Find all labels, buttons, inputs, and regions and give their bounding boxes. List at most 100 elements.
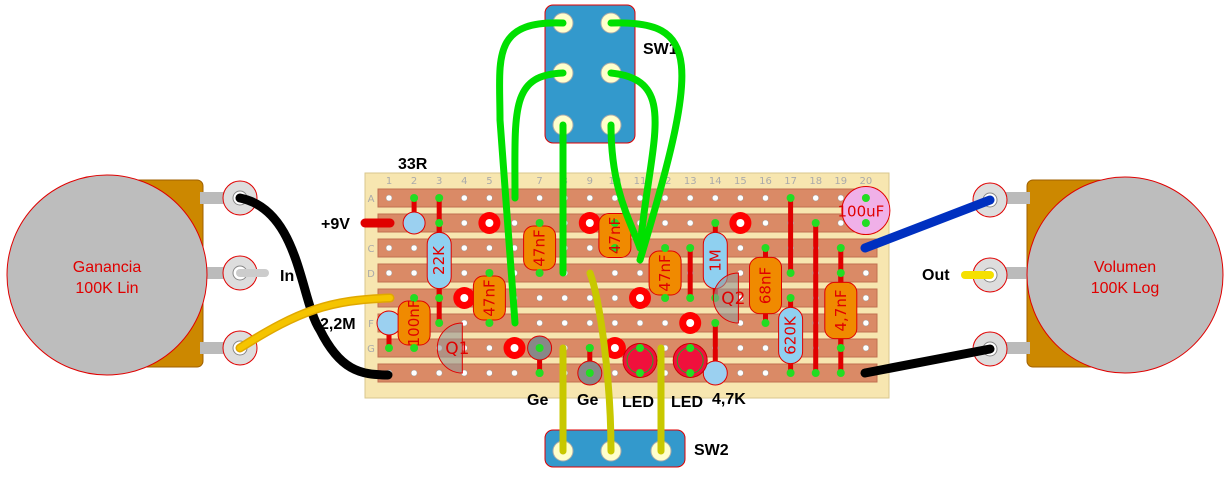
hole (461, 194, 468, 202)
hole (862, 344, 870, 352)
strip (377, 188, 878, 208)
hole (737, 344, 744, 352)
pad (435, 294, 444, 302)
pad (861, 194, 870, 202)
column-number: 4 (461, 176, 467, 187)
hole (511, 369, 518, 377)
hole (586, 294, 594, 302)
hole (611, 294, 619, 302)
hole (486, 369, 493, 377)
led-1 (622, 343, 658, 378)
hole (837, 219, 845, 227)
pad (435, 319, 444, 327)
led-2 (672, 343, 708, 378)
column-number: 9 (587, 176, 593, 187)
pad (686, 244, 695, 252)
pot-volumen: Volumen 100K Log (972, 176, 1224, 374)
hole (686, 219, 694, 227)
track-cut-hole (485, 219, 494, 227)
hole (636, 194, 644, 202)
c47n-capacitor-b-label: 47nF (531, 229, 549, 266)
column-number: 17 (784, 176, 797, 187)
hole (486, 244, 493, 252)
pad (435, 194, 444, 202)
c100n-capacitor-label: 100nF (405, 300, 423, 347)
hole (511, 219, 518, 227)
pad (836, 344, 845, 352)
hole (385, 194, 393, 202)
track-cut-hole (610, 344, 619, 352)
pad (711, 219, 720, 227)
pad (410, 344, 419, 352)
column-number: 13 (684, 176, 697, 187)
pad (435, 219, 444, 227)
hole (435, 369, 443, 377)
track-cut-hole (585, 219, 594, 227)
pot-ganancia: Ganancia 100K Lin (6, 174, 258, 376)
pad (786, 269, 795, 277)
column-number: 1 (386, 176, 392, 187)
column-number: 11 (634, 176, 647, 187)
pad (585, 344, 594, 352)
r33-label: 33R (398, 156, 428, 173)
wire-blue-out (860, 195, 995, 253)
track-cut-hole (636, 294, 644, 302)
pad (836, 369, 845, 377)
column-number: 15 (734, 176, 747, 187)
transistor-q2-label: Q2 (721, 289, 745, 309)
pad (686, 344, 695, 352)
sw2-label: SW2 (694, 442, 729, 459)
pad (535, 269, 544, 277)
c4n7-capacitor-label: 4,7nF (832, 290, 850, 332)
pad (485, 319, 494, 327)
hole (461, 269, 468, 277)
hole (561, 319, 568, 327)
column-number: 2 (411, 176, 417, 187)
hole (586, 244, 594, 252)
column-number: 16 (759, 176, 772, 187)
hole (461, 244, 468, 252)
c68n-capacitor-label: 68nF (757, 267, 775, 304)
r33-body (402, 211, 426, 235)
c47n-capacitor-c-label: 47nF (606, 217, 624, 254)
hole (586, 319, 594, 327)
hole (611, 369, 619, 377)
row-letter: F (368, 319, 374, 330)
pot-right-value: 100K Log (1091, 280, 1160, 297)
track-cut-hole (460, 294, 469, 302)
pad (786, 369, 795, 377)
hole (586, 194, 594, 202)
column-number: 18 (809, 176, 822, 187)
pad (661, 244, 670, 252)
pad (811, 369, 820, 377)
hole (385, 269, 393, 277)
pad (786, 294, 795, 302)
hole (686, 194, 694, 202)
hole (661, 194, 669, 202)
pad (686, 369, 695, 377)
pad (385, 344, 393, 352)
sw1-label: SW1 (643, 41, 678, 58)
row-letter: C (368, 244, 375, 255)
pot-right-name: Volumen (1094, 259, 1156, 276)
r22m-body (376, 310, 402, 336)
pad (661, 294, 670, 302)
out-label: Out (922, 267, 950, 284)
hole (862, 294, 870, 302)
pot-left-value: 100K Lin (75, 280, 138, 297)
c47n-capacitor-d-label: 47nF (656, 254, 674, 291)
row-letter: D (367, 269, 375, 280)
row-letter: G (367, 344, 375, 355)
pad (535, 344, 544, 352)
switch-sw2[interactable] (544, 429, 686, 468)
led2-label: LED (671, 394, 703, 411)
hole (762, 219, 769, 227)
hole (712, 194, 719, 202)
c68n-capacitor (749, 256, 782, 315)
hole (862, 269, 870, 277)
pad (485, 269, 494, 277)
strip (377, 263, 878, 283)
r620k-resistor-label: 620K (782, 315, 800, 355)
c100u-label: 100uF (838, 203, 885, 221)
r22m-label: 2,2M (320, 316, 356, 333)
